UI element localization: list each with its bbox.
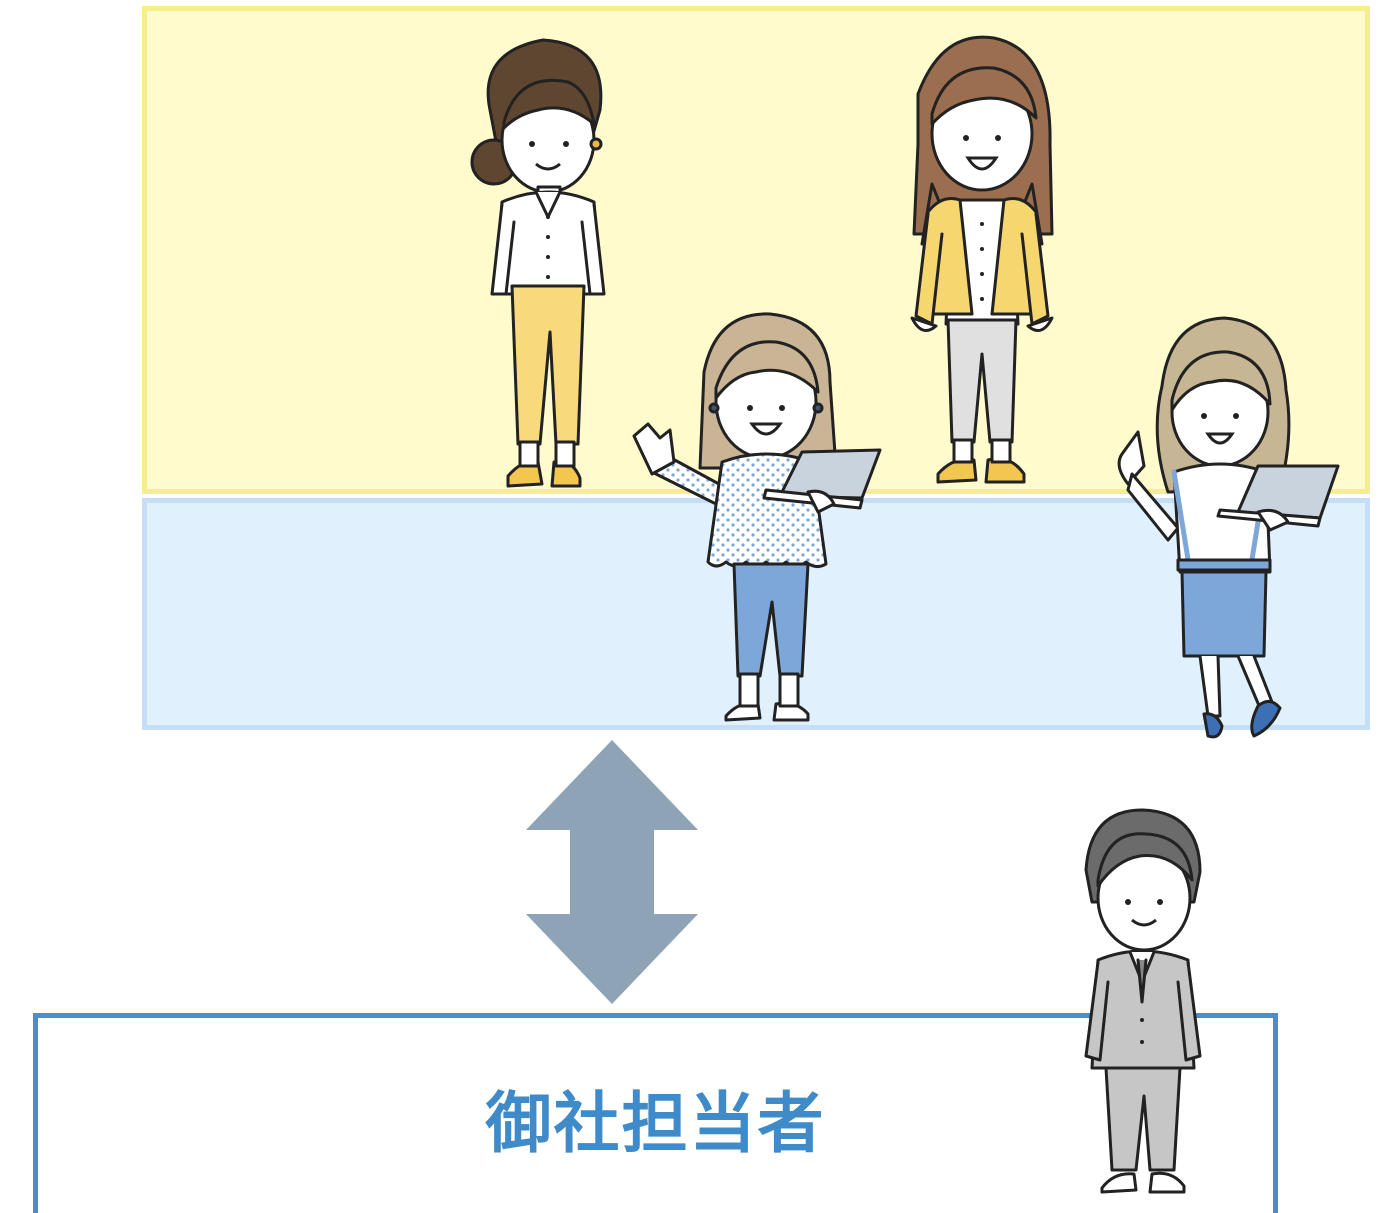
client-contact-box: 御社担当者	[33, 1013, 1278, 1213]
staff-woman-laptop-waving-icon	[632, 312, 882, 722]
staff-woman-bun-icon	[470, 38, 606, 488]
double-arrow-icon	[526, 740, 698, 1004]
client-man-suit-icon	[1084, 808, 1202, 1194]
staff-woman-laptop-pointing-icon	[1117, 316, 1340, 739]
staff-woman-cardigan-icon	[910, 35, 1054, 484]
client-contact-label: 御社担当者	[485, 1085, 826, 1162]
